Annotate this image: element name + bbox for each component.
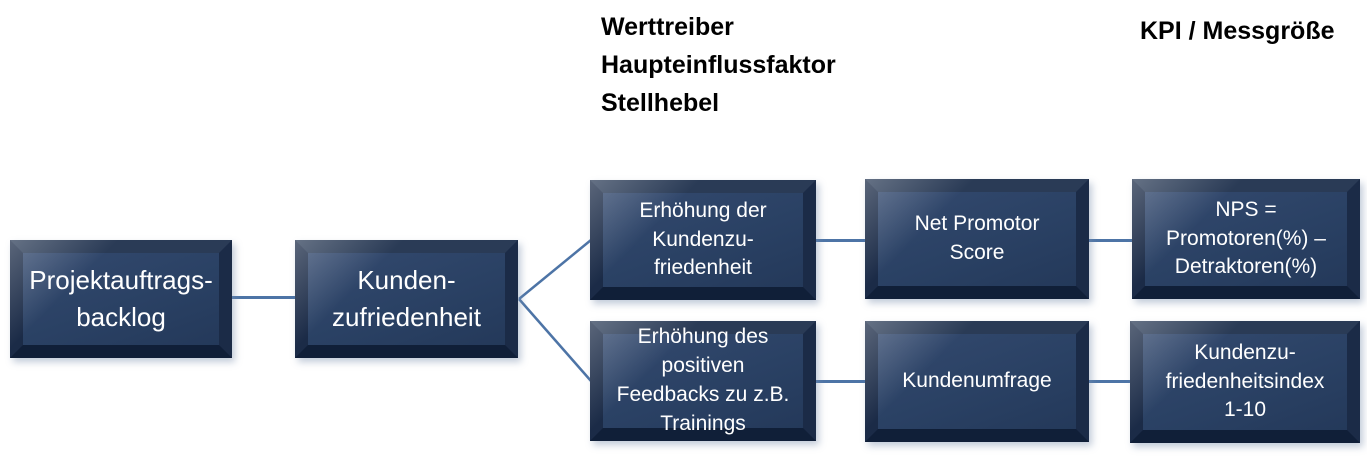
node-nps-formel: NPS = Promotoren(%) – Detraktoren(%) bbox=[1132, 179, 1360, 299]
node-label: NPS = Promotoren(%) – Detraktoren(%) bbox=[1166, 197, 1326, 279]
connector-erhoehung-nps bbox=[816, 239, 865, 242]
node-erhoehung-kundenzufriedenheit: Erhöhung der Kundenzu- friedenheit bbox=[590, 180, 816, 300]
node-label: Kundenzu- friedenheitsindex 1-10 bbox=[1165, 340, 1325, 422]
header-line: Haupteinflussfaktor bbox=[601, 51, 836, 79]
connector-kundenumfrage-index bbox=[1089, 380, 1130, 383]
connector-backlog-kundenzufriedenheit bbox=[232, 296, 295, 299]
node-projektauftragsbacklog: Projektauftrags- backlog bbox=[10, 240, 232, 358]
node-erhoehung-positives-feedback: Erhöhung des positiven Feedbacks zu z.B.… bbox=[590, 321, 816, 441]
node-label: Net Promotor Score bbox=[914, 212, 1040, 264]
column-header-werttreiber: Werttreiber Haupteinflussfaktor Stellheb… bbox=[601, 8, 836, 122]
node-label: Erhöhung des positiven Feedbacks zu z.B.… bbox=[616, 325, 790, 435]
node-label: Kunden- zufriedenheit bbox=[332, 265, 481, 332]
column-header-kpi: KPI / Messgröße bbox=[1140, 17, 1335, 45]
connector-fan-down bbox=[518, 298, 592, 382]
header-line: Werttreiber bbox=[601, 13, 734, 41]
node-kundenzufriedenheit: Kunden- zufriedenheit bbox=[295, 240, 518, 358]
node-label: Kundenumfrage bbox=[902, 369, 1052, 393]
header-line: Stellhebel bbox=[601, 89, 720, 117]
node-kundenumfrage: Kundenumfrage bbox=[865, 321, 1089, 442]
node-net-promotor-score: Net Promotor Score bbox=[865, 179, 1089, 299]
connector-nps-formel bbox=[1089, 239, 1132, 242]
node-label: Projektauftrags- backlog bbox=[29, 265, 213, 332]
connector-fan-up bbox=[518, 239, 592, 300]
node-kundenzufriedenheitsindex: Kundenzu- friedenheitsindex 1-10 bbox=[1130, 321, 1360, 443]
connector-feedback-kundenumfrage bbox=[816, 380, 865, 383]
node-label: Erhöhung der Kundenzu- friedenheit bbox=[639, 198, 767, 280]
